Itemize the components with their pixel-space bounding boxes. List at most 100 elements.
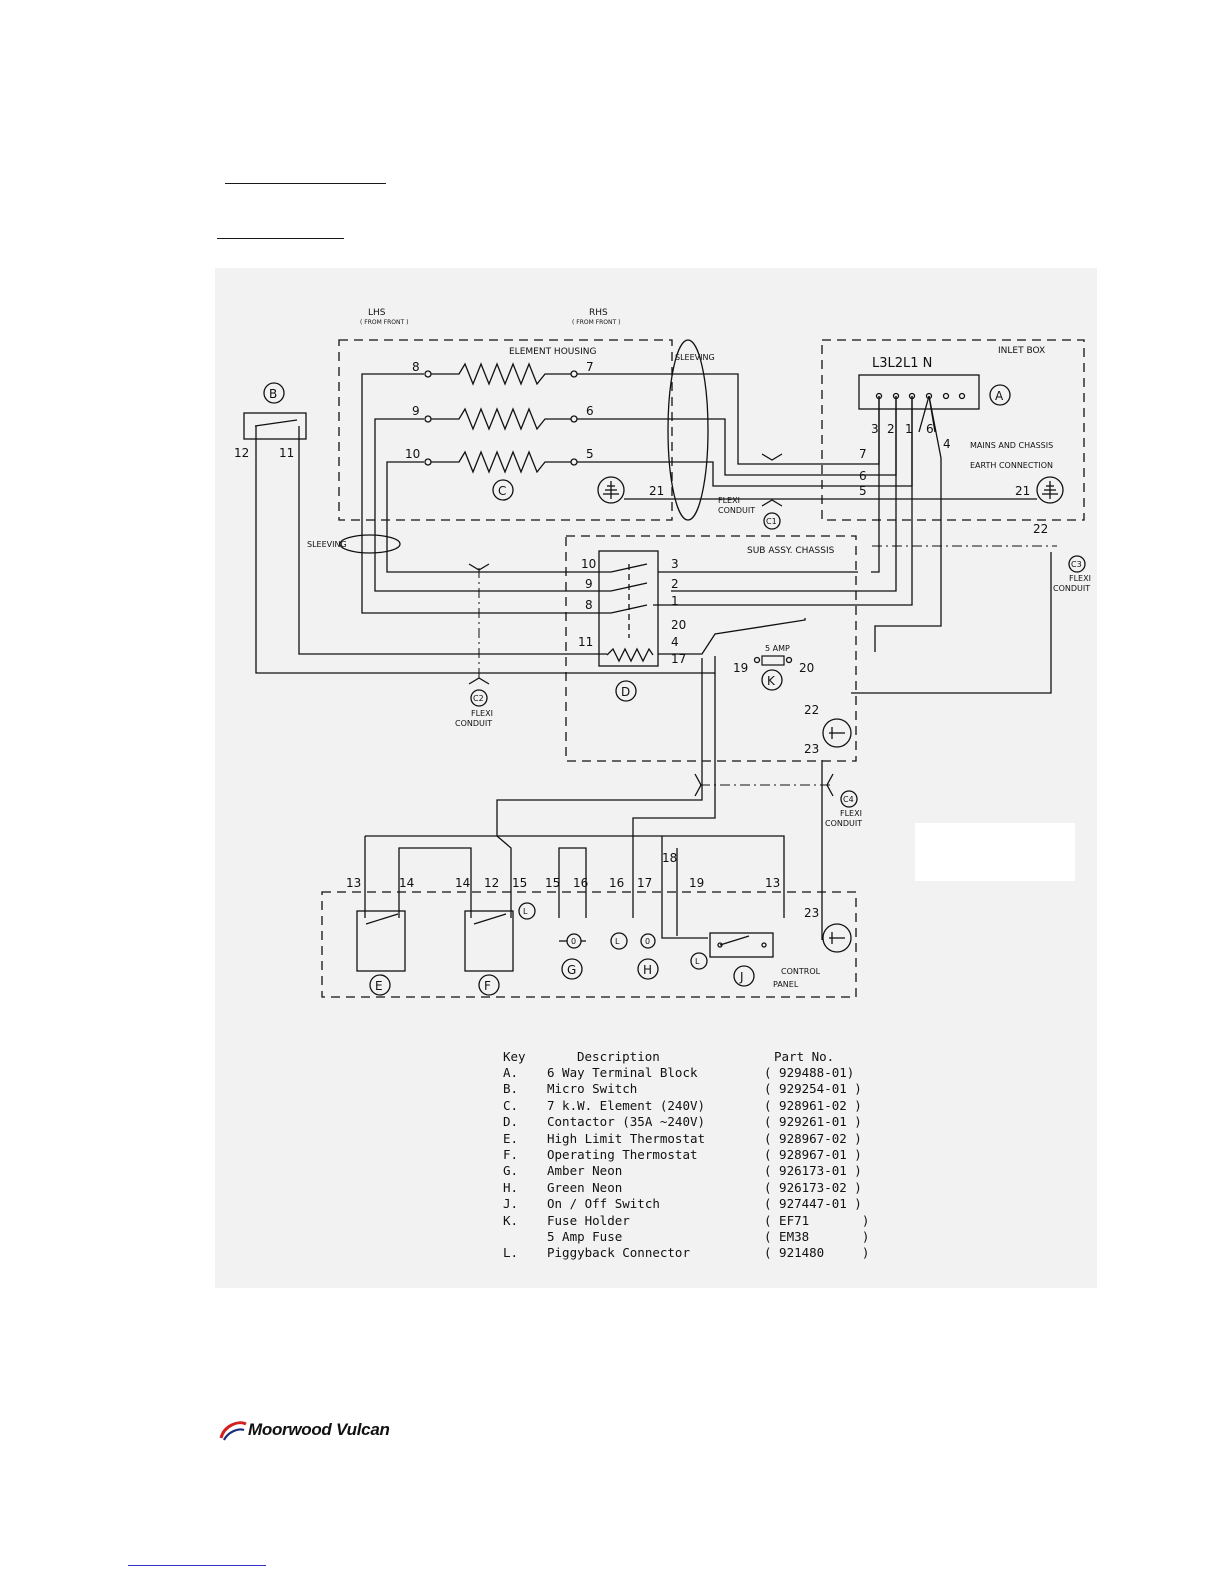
element-housing-box [338, 339, 673, 521]
svg-text:E: E [375, 979, 383, 993]
svg-text:D: D [621, 685, 630, 699]
svg-text:20: 20 [671, 618, 686, 632]
wiring-diagram: LHS ( FROM FRONT ) RHS ( FROM FRONT ) EL… [215, 268, 1097, 1288]
c2-flexi: FLEXI [471, 709, 493, 718]
svg-text:5: 5 [586, 447, 594, 461]
terminal-block [858, 374, 980, 410]
svg-text:L: L [695, 957, 700, 966]
table-row: C.7 k.W. Element (240V)( 928961-02 ) [503, 1097, 862, 1113]
label-a-circle [989, 384, 1011, 406]
header-description: Description [577, 1048, 660, 1064]
table-row: H.Green Neon( 926173-02 ) [503, 1179, 862, 1195]
mains-earth-label-2: EARTH CONNECTION [970, 461, 1053, 470]
header-part-no: Part No. [774, 1048, 835, 1064]
svg-text:6: 6 [586, 404, 594, 418]
element-housing-label: ELEMENT HOUSING [509, 347, 596, 357]
svg-text:8: 8 [412, 360, 420, 374]
table-row: A.6 Way Terminal Block( 929488-01) [503, 1065, 855, 1081]
lhs-label: LHS [368, 308, 386, 318]
c3-flexi: FLEXI [1069, 574, 1091, 583]
svg-text:12: 12 [234, 446, 249, 460]
sleeving-top [667, 339, 709, 521]
green-neon [640, 933, 656, 949]
header-key: Key [503, 1048, 526, 1064]
fuse-rating: 5 AMP [765, 644, 790, 653]
svg-text:16: 16 [609, 876, 624, 890]
svg-text:14: 14 [399, 876, 414, 890]
header-rule-2 [217, 238, 344, 239]
heating-elements [424, 362, 578, 474]
earth-terminal-21-inlet [1036, 476, 1064, 504]
svg-text:0: 0 [571, 937, 576, 946]
svg-text:14: 14 [455, 876, 470, 890]
svg-text:23: 23 [804, 742, 819, 756]
svg-text:15: 15 [512, 876, 527, 890]
svg-text:9: 9 [412, 404, 420, 418]
c4-conduit: CONDUIT [825, 819, 862, 828]
svg-text:L: L [523, 907, 528, 916]
svg-text:21: 21 [1015, 484, 1030, 498]
sub-assy-chassis-label: SUB ASSY. CHASSIS [747, 546, 835, 556]
svg-text:13: 13 [765, 876, 780, 890]
lhs-from-front: ( FROM FRONT ) [360, 319, 408, 326]
contactor [598, 550, 659, 667]
control-wires [364, 658, 785, 939]
svg-text:3: 3 [671, 557, 679, 571]
table-row: K.Fuse Holder( EF71 ) [503, 1212, 870, 1228]
svg-text:2: 2 [671, 577, 679, 591]
svg-text:1: 1 [905, 422, 913, 436]
table-header-row: Key Description Part No. [503, 1048, 869, 1064]
parts-key-table: Key Description Part No. A.6 Way Termina… [503, 1048, 869, 1261]
svg-text:4: 4 [943, 437, 951, 451]
contactor-coil [606, 647, 654, 663]
logo-swoosh-icon [219, 1421, 247, 1441]
svg-text:3: 3 [871, 422, 879, 436]
table-row: 5 Amp Fuse( EM38 ) [547, 1228, 870, 1244]
svg-text:20: 20 [799, 661, 814, 675]
earth-terminal-22 [822, 718, 852, 748]
high-limit-thermostat [356, 910, 406, 972]
company-logo: Moorwood Vulcan [218, 1418, 390, 1450]
svg-text:19: 19 [733, 661, 748, 675]
svg-text:15: 15 [545, 876, 560, 890]
control-panel-box [321, 891, 857, 998]
rhs-label: RHS [589, 308, 608, 318]
svg-text:7: 7 [586, 360, 594, 374]
c1-conduit: CONDUIT [718, 506, 755, 515]
contactor-wires [255, 426, 858, 674]
logo-text: Moorwood Vulcan [248, 1420, 390, 1439]
svg-text:11: 11 [578, 635, 593, 649]
c2-conduit: CONDUIT [455, 719, 492, 728]
fuse-holder [761, 655, 785, 666]
svg-text:2: 2 [887, 422, 895, 436]
header-rule-1 [225, 183, 386, 184]
svg-text:13: 13 [346, 876, 361, 890]
mains-earth-label-1: MAINS AND CHASSIS [970, 441, 1053, 450]
svg-text:8: 8 [585, 598, 593, 612]
svg-text:11: 11 [279, 446, 294, 460]
svg-text:23: 23 [804, 906, 819, 920]
svg-text:22: 22 [804, 703, 819, 717]
svg-text:1: 1 [671, 594, 679, 608]
element-wires [361, 373, 1037, 614]
svg-text:C3: C3 [1071, 560, 1082, 569]
svg-text:B: B [269, 387, 277, 401]
rhs-from-front: ( FROM FRONT ) [572, 319, 620, 326]
table-row: D.Contactor (35A ~240V)( 929261-01 ) [503, 1114, 862, 1130]
svg-text:C: C [498, 484, 506, 498]
sub-assy-chassis-box [565, 535, 857, 762]
c1-flexi: FLEXI [718, 496, 740, 505]
svg-text:6: 6 [859, 469, 867, 483]
inlet-wires [653, 395, 942, 652]
svg-text:22: 22 [1033, 522, 1048, 536]
sleeving-label-top: SLEEVING [675, 353, 715, 362]
svg-text:6: 6 [926, 422, 934, 436]
table-row: B.Micro Switch( 929254-01 ) [503, 1081, 862, 1097]
sleeving-left [339, 534, 401, 554]
svg-text:16: 16 [573, 876, 588, 890]
c4-flexi: FLEXI [840, 809, 862, 818]
panel-label: PANEL [773, 980, 799, 989]
table-row: G.Amber Neon( 926173-01 ) [503, 1163, 862, 1179]
svg-text:4: 4 [671, 635, 679, 649]
svg-text:5: 5 [859, 484, 867, 498]
